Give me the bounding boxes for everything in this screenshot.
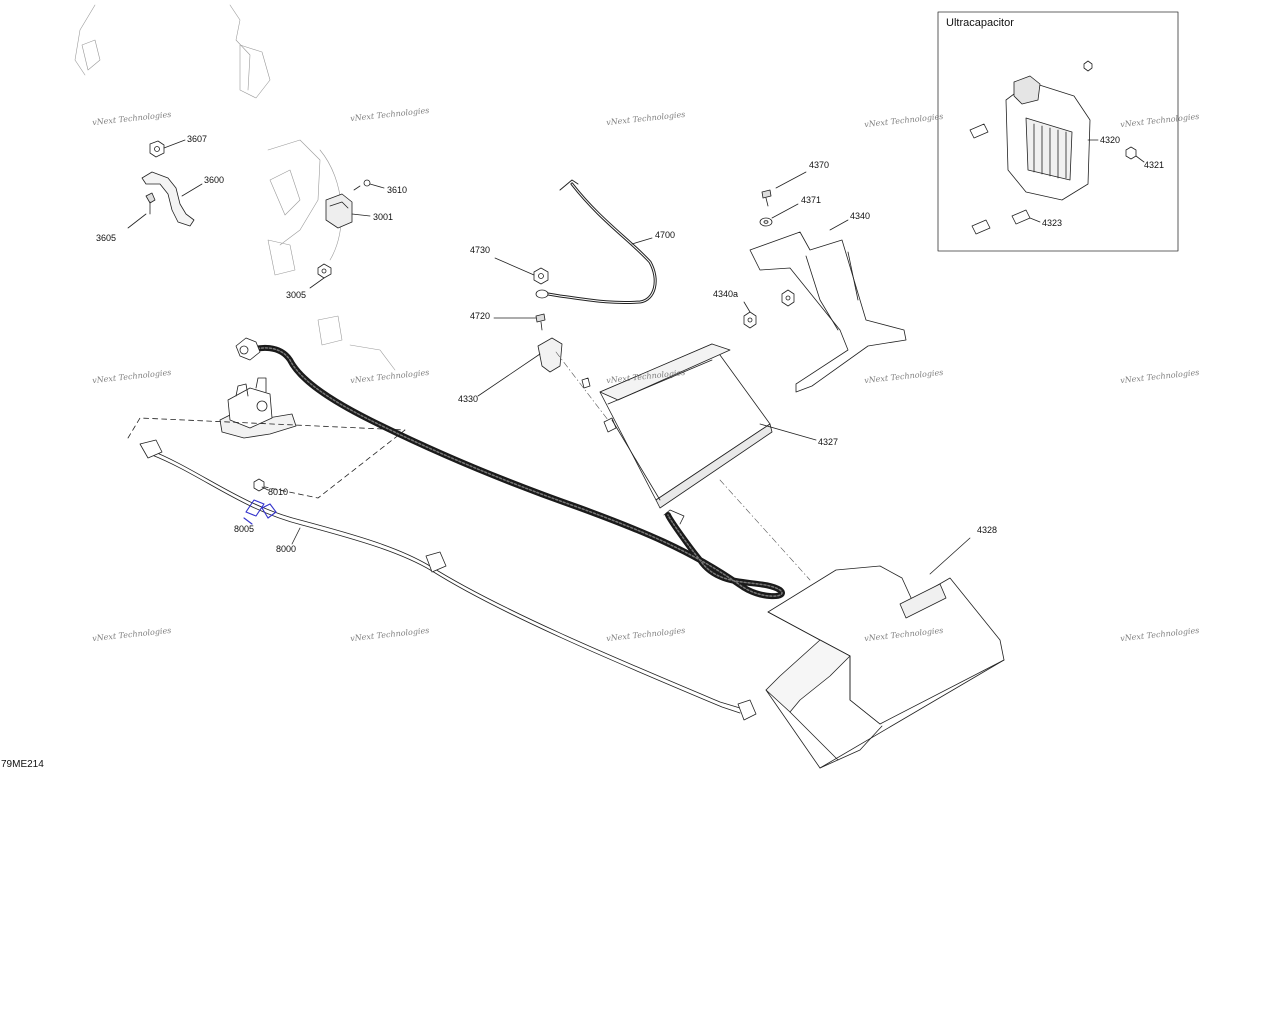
diagram-code: 79ME214 [1,759,44,770]
harness-8000 [139,439,757,721]
callout-4320[interactable]: 4320 [1100,135,1121,145]
callout-8010[interactable]: 8010 [268,487,289,497]
callout-8005[interactable]: 8005 [234,524,255,534]
callout-3605[interactable]: 3605 [96,233,117,243]
callout-4700[interactable]: 4700 [655,230,676,240]
nut-3607 [149,139,186,158]
callout-4321[interactable]: 4321 [1144,160,1165,170]
callout-4720[interactable]: 4720 [470,311,491,321]
inset-title: Ultracapacitor [946,17,1014,29]
nut-3005 [309,263,332,289]
nut-4321 [1083,60,1145,163]
battery-box-4328 [765,537,1005,769]
spacer-4323 [969,123,1041,235]
nut-8010 [253,478,269,492]
callout-3610[interactable]: 3610 [387,185,408,195]
callout-3001[interactable]: 3001 [373,212,394,222]
callout-4327[interactable]: 4327 [818,437,839,447]
washer-4371 [759,203,799,227]
starter-solenoid [219,377,297,439]
callout-4730[interactable]: 4730 [470,245,491,255]
callout-4340a[interactable]: 4340a [713,289,739,299]
chassis-background [74,4,396,371]
screw-3610 [353,179,385,191]
nut-4340a [743,289,795,329]
screw-3605 [127,192,156,229]
callout-4330[interactable]: 4330 [458,394,479,404]
bracket-4340 [749,219,907,393]
nut-4730 [494,257,549,285]
connector-3001 [325,193,371,229]
callout-4328[interactable]: 4328 [977,525,998,535]
ground-strap-3600 [141,171,203,227]
callout-8000[interactable]: 8000 [276,544,297,554]
callout-4371[interactable]: 4371 [801,195,822,205]
ultracapacitor-4320 [1005,75,1099,201]
screw-4370 [761,171,807,207]
callout-4340[interactable]: 4340 [850,211,871,221]
battery-cable-4700 [535,179,657,305]
battery-4327 [599,343,817,509]
assembly-outline [127,417,406,499]
callout-4370[interactable]: 4370 [809,160,830,170]
inset-frame [937,11,1179,252]
alignment-lines [555,351,811,581]
screw-4720 [493,313,546,331]
clip-8005 [243,499,277,525]
terminal-cover-4330 [477,337,591,397]
callout-3600[interactable]: 3600 [204,175,225,185]
callout-4323[interactable]: 4323 [1042,218,1063,228]
callout-3005[interactable]: 3005 [286,290,307,300]
callout-3607[interactable]: 3607 [187,134,208,144]
battery-harness [235,337,785,600]
